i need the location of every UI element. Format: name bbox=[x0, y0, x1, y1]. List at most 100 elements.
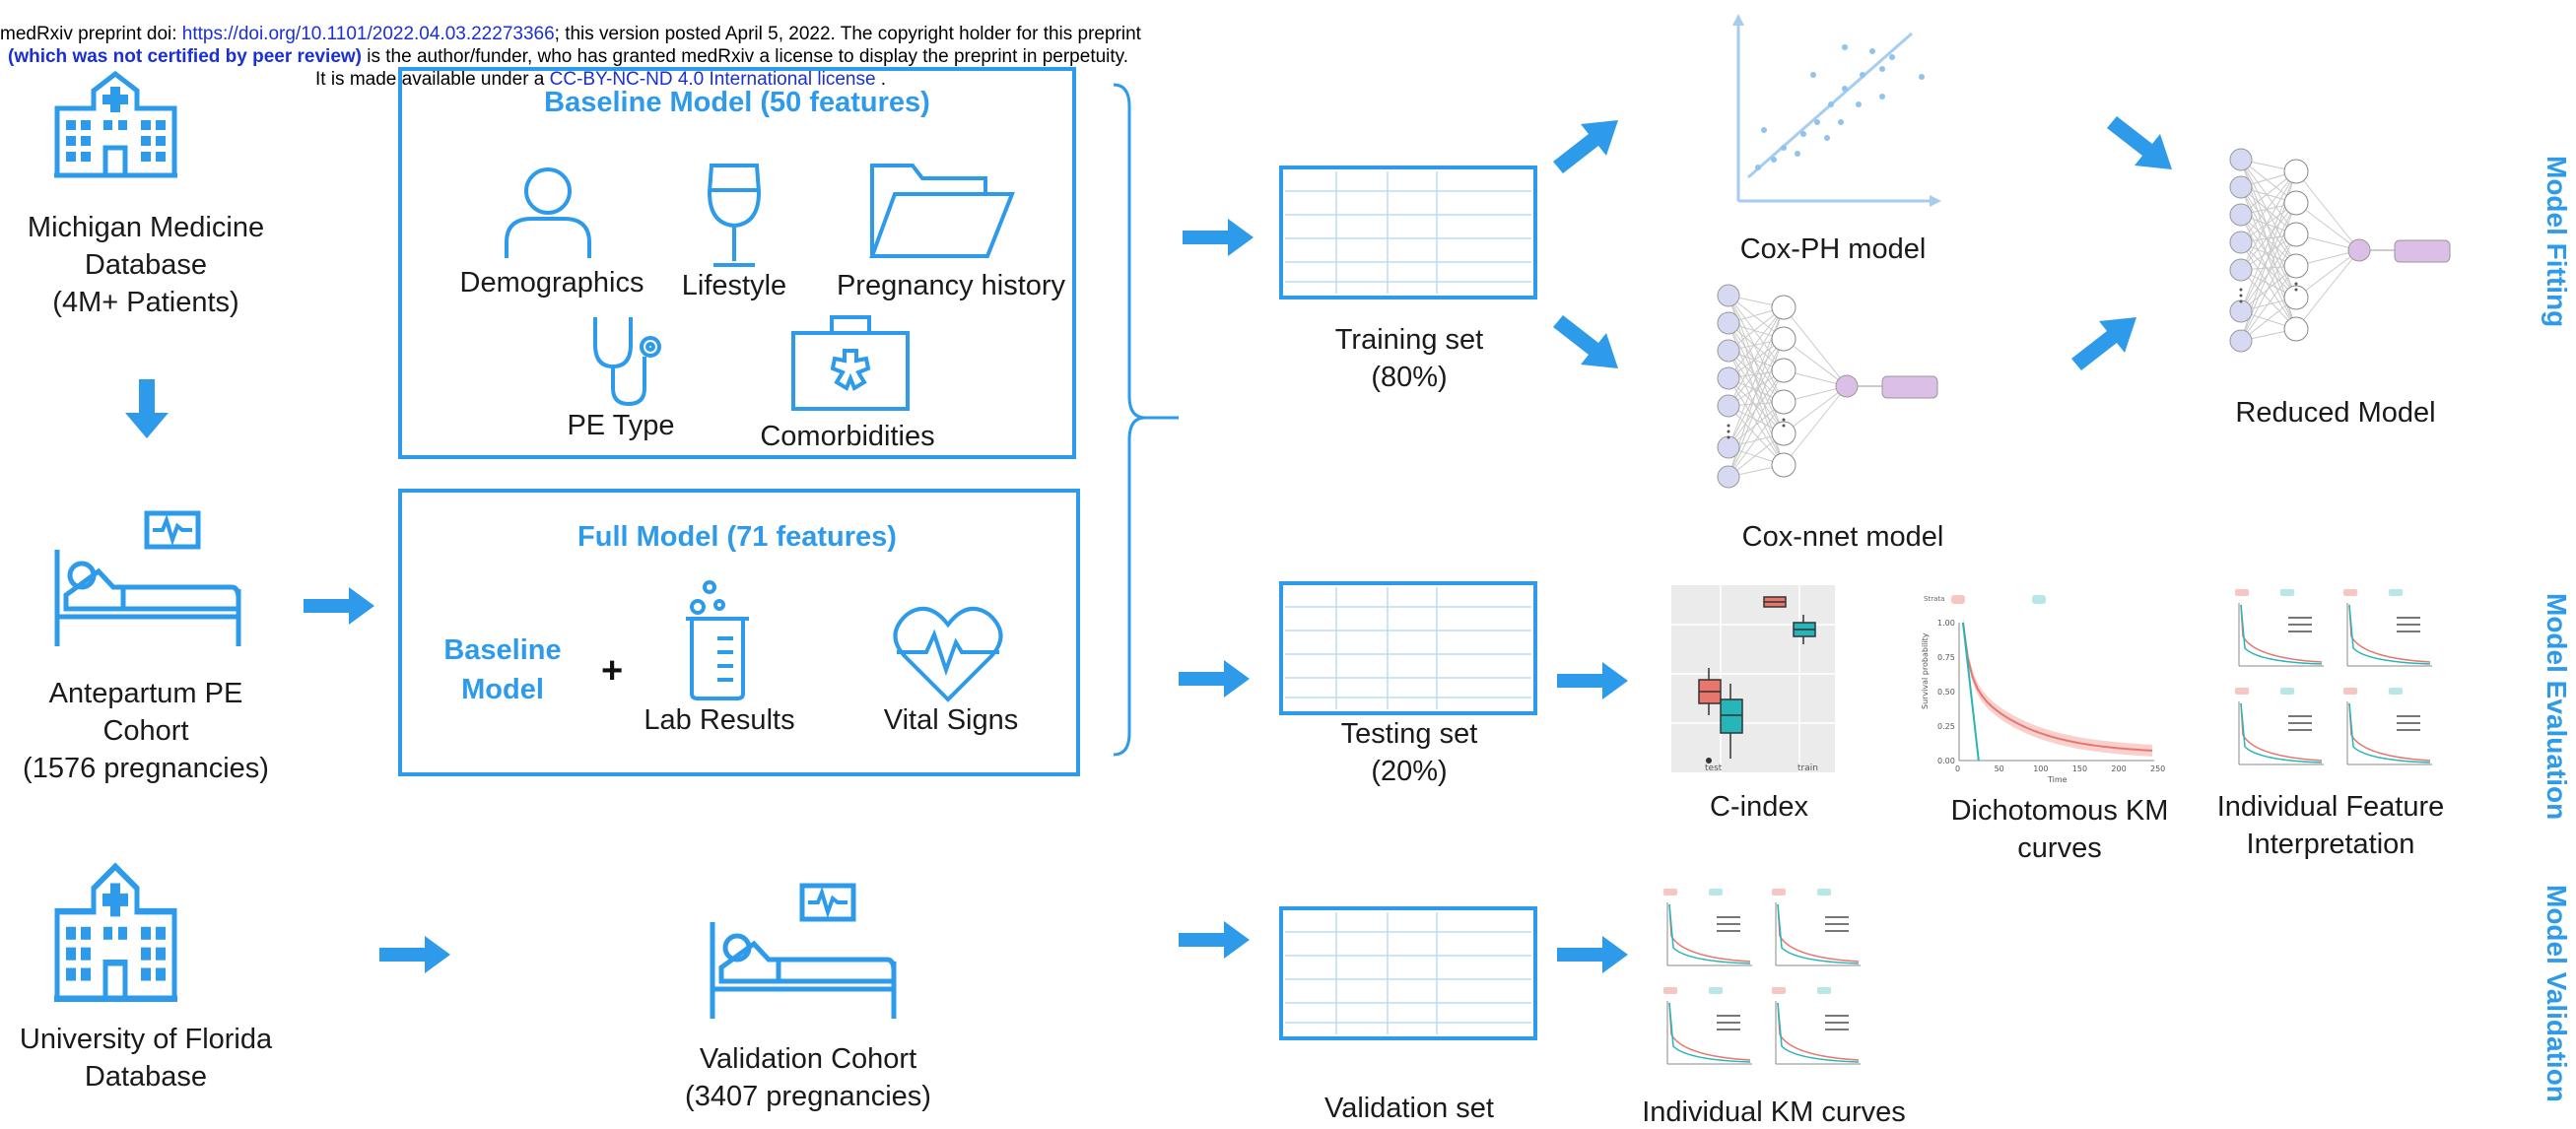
legend-swatch bbox=[1772, 987, 1786, 994]
legend-swatch bbox=[1772, 889, 1786, 896]
legend-swatch bbox=[1817, 987, 1831, 994]
right-arrow-icon bbox=[1179, 921, 1250, 959]
legend-swatch bbox=[1663, 889, 1677, 896]
km-curve bbox=[1668, 1002, 1751, 1063]
hidden-node bbox=[2283, 190, 2309, 216]
cindex-boxplot: test train bbox=[1671, 585, 1835, 773]
input-node bbox=[2229, 258, 2253, 282]
text-placeholder bbox=[1825, 916, 1849, 918]
notice-text: . bbox=[875, 69, 887, 90]
full-model-title: Full Model (71 features) bbox=[577, 521, 897, 553]
up-right-arrow-icon bbox=[1553, 120, 1618, 173]
baseline-model-box bbox=[398, 67, 1076, 459]
text-placeholder bbox=[2397, 617, 2420, 619]
km-ytick: 0.25 bbox=[1937, 722, 1955, 731]
michigan-label: Michigan Medicine Database (4M+ Patients… bbox=[0, 209, 292, 321]
individual-km-grid bbox=[1663, 889, 1861, 1065]
input-node bbox=[2229, 329, 2253, 353]
cindex-tick: test bbox=[1705, 764, 1723, 773]
label-line: Testing set bbox=[1340, 718, 1478, 750]
output-node bbox=[2347, 238, 2371, 262]
label-line: Baseline bbox=[443, 634, 562, 666]
svg-text:Strata: Strata bbox=[1924, 595, 1944, 603]
km-xtick: 100 bbox=[2033, 764, 2048, 773]
testing-set-table bbox=[1279, 581, 1537, 715]
folder-icon bbox=[869, 164, 1015, 258]
model-fitting-label: Model Fitting bbox=[2542, 156, 2572, 328]
text-placeholder bbox=[1717, 1015, 1740, 1017]
label-line: Michigan Medicine bbox=[27, 212, 265, 243]
lab-results-label: Lab Results bbox=[644, 704, 795, 736]
notice-text: ; this version posted April 5, 2022. The… bbox=[554, 24, 1141, 44]
bracket bbox=[1113, 83, 1179, 757]
ellipsis-dot bbox=[1782, 418, 1786, 422]
legend-swatch bbox=[2343, 688, 2357, 695]
hidden-node bbox=[2283, 316, 2309, 342]
hidden-node bbox=[1771, 421, 1796, 446]
license-link[interactable]: CC-BY-NC-ND 4.0 International license bbox=[549, 69, 876, 90]
km-ytick: 0.75 bbox=[1937, 653, 1955, 662]
validation-set-table bbox=[1279, 906, 1537, 1040]
label-line: Individual Feature bbox=[2216, 791, 2445, 823]
ellipsis-dot bbox=[1727, 430, 1730, 433]
text-placeholder bbox=[2397, 729, 2420, 731]
down-arrow-icon bbox=[125, 379, 169, 438]
reduced-model-label: Reduced Model bbox=[2235, 397, 2436, 429]
hospital-icon bbox=[54, 862, 177, 1003]
text-placeholder bbox=[2288, 729, 2312, 731]
km-curve bbox=[2240, 604, 2323, 665]
legend-swatch bbox=[2280, 589, 2294, 596]
hidden-node bbox=[2283, 159, 2309, 184]
label-line: (3407 pregnancies) bbox=[685, 1081, 931, 1112]
prediction-box bbox=[2394, 239, 2451, 263]
baseline-model-title: Baseline Model (50 features) bbox=[544, 87, 930, 118]
hidden-node bbox=[1771, 358, 1796, 383]
validation-cohort-label: Validation Cohort (3407 pregnancies) bbox=[650, 1040, 966, 1115]
text-placeholder bbox=[2397, 631, 2420, 632]
input-node bbox=[1717, 284, 1740, 307]
feature-km-grid bbox=[2235, 589, 2432, 765]
notice-text: It is made available under a bbox=[315, 69, 550, 90]
testing-set-label: Testing set (20%) bbox=[1281, 715, 1537, 790]
hidden-node bbox=[2283, 253, 2309, 279]
text-placeholder bbox=[2288, 715, 2312, 717]
reduced-model-network bbox=[2229, 148, 2451, 353]
model-validation-label: Model Validation bbox=[2542, 885, 2572, 1102]
input-node bbox=[2229, 203, 2253, 227]
doi-link[interactable]: https://doi.org/10.1101/2022.04.03.22273… bbox=[181, 24, 555, 44]
notice-text: is the author/funder, who has granted me… bbox=[362, 46, 1129, 67]
input-node bbox=[2229, 299, 2253, 323]
cindex-tick: train bbox=[1797, 764, 1818, 773]
label-line: (80%) bbox=[1371, 362, 1448, 393]
cindex-label: C-index bbox=[1710, 791, 1808, 823]
text-placeholder bbox=[1825, 930, 1849, 932]
hidden-node bbox=[1771, 389, 1796, 415]
coxph-scatter-plot bbox=[1732, 14, 1941, 207]
input-node bbox=[1717, 311, 1740, 335]
km-xtick: 150 bbox=[2072, 764, 2087, 773]
hidden-node bbox=[2283, 222, 2309, 247]
legend-swatch bbox=[1817, 889, 1831, 896]
km-curve bbox=[2240, 702, 2323, 764]
ellipsis-dot bbox=[1727, 435, 1730, 439]
km-xtick: 200 bbox=[2111, 764, 2126, 773]
right-arrow-icon bbox=[1557, 936, 1628, 973]
km-ytick: 1.00 bbox=[1937, 619, 1955, 628]
florida-label: University of Florida Database bbox=[0, 1021, 292, 1096]
person-icon bbox=[505, 167, 591, 258]
label-line: Cohort bbox=[102, 715, 189, 747]
patient-bed-icon bbox=[710, 883, 897, 1019]
input-node bbox=[1717, 394, 1740, 418]
right-arrow-icon bbox=[379, 936, 450, 973]
legend-swatch bbox=[2389, 688, 2403, 695]
training-set-label: Training set (80%) bbox=[1281, 321, 1537, 396]
down-right-arrow-icon bbox=[2107, 116, 2172, 169]
label-line: Interpretation bbox=[2246, 829, 2415, 860]
legend-swatch bbox=[2280, 688, 2294, 695]
hospital-icon bbox=[54, 70, 177, 178]
demographics-label: Demographics bbox=[459, 267, 644, 299]
vital-signs-label: Vital Signs bbox=[883, 704, 1019, 736]
ellipsis-dot bbox=[2239, 288, 2243, 292]
km-xtick: 250 bbox=[2150, 764, 2165, 773]
hidden-node bbox=[1771, 295, 1796, 320]
